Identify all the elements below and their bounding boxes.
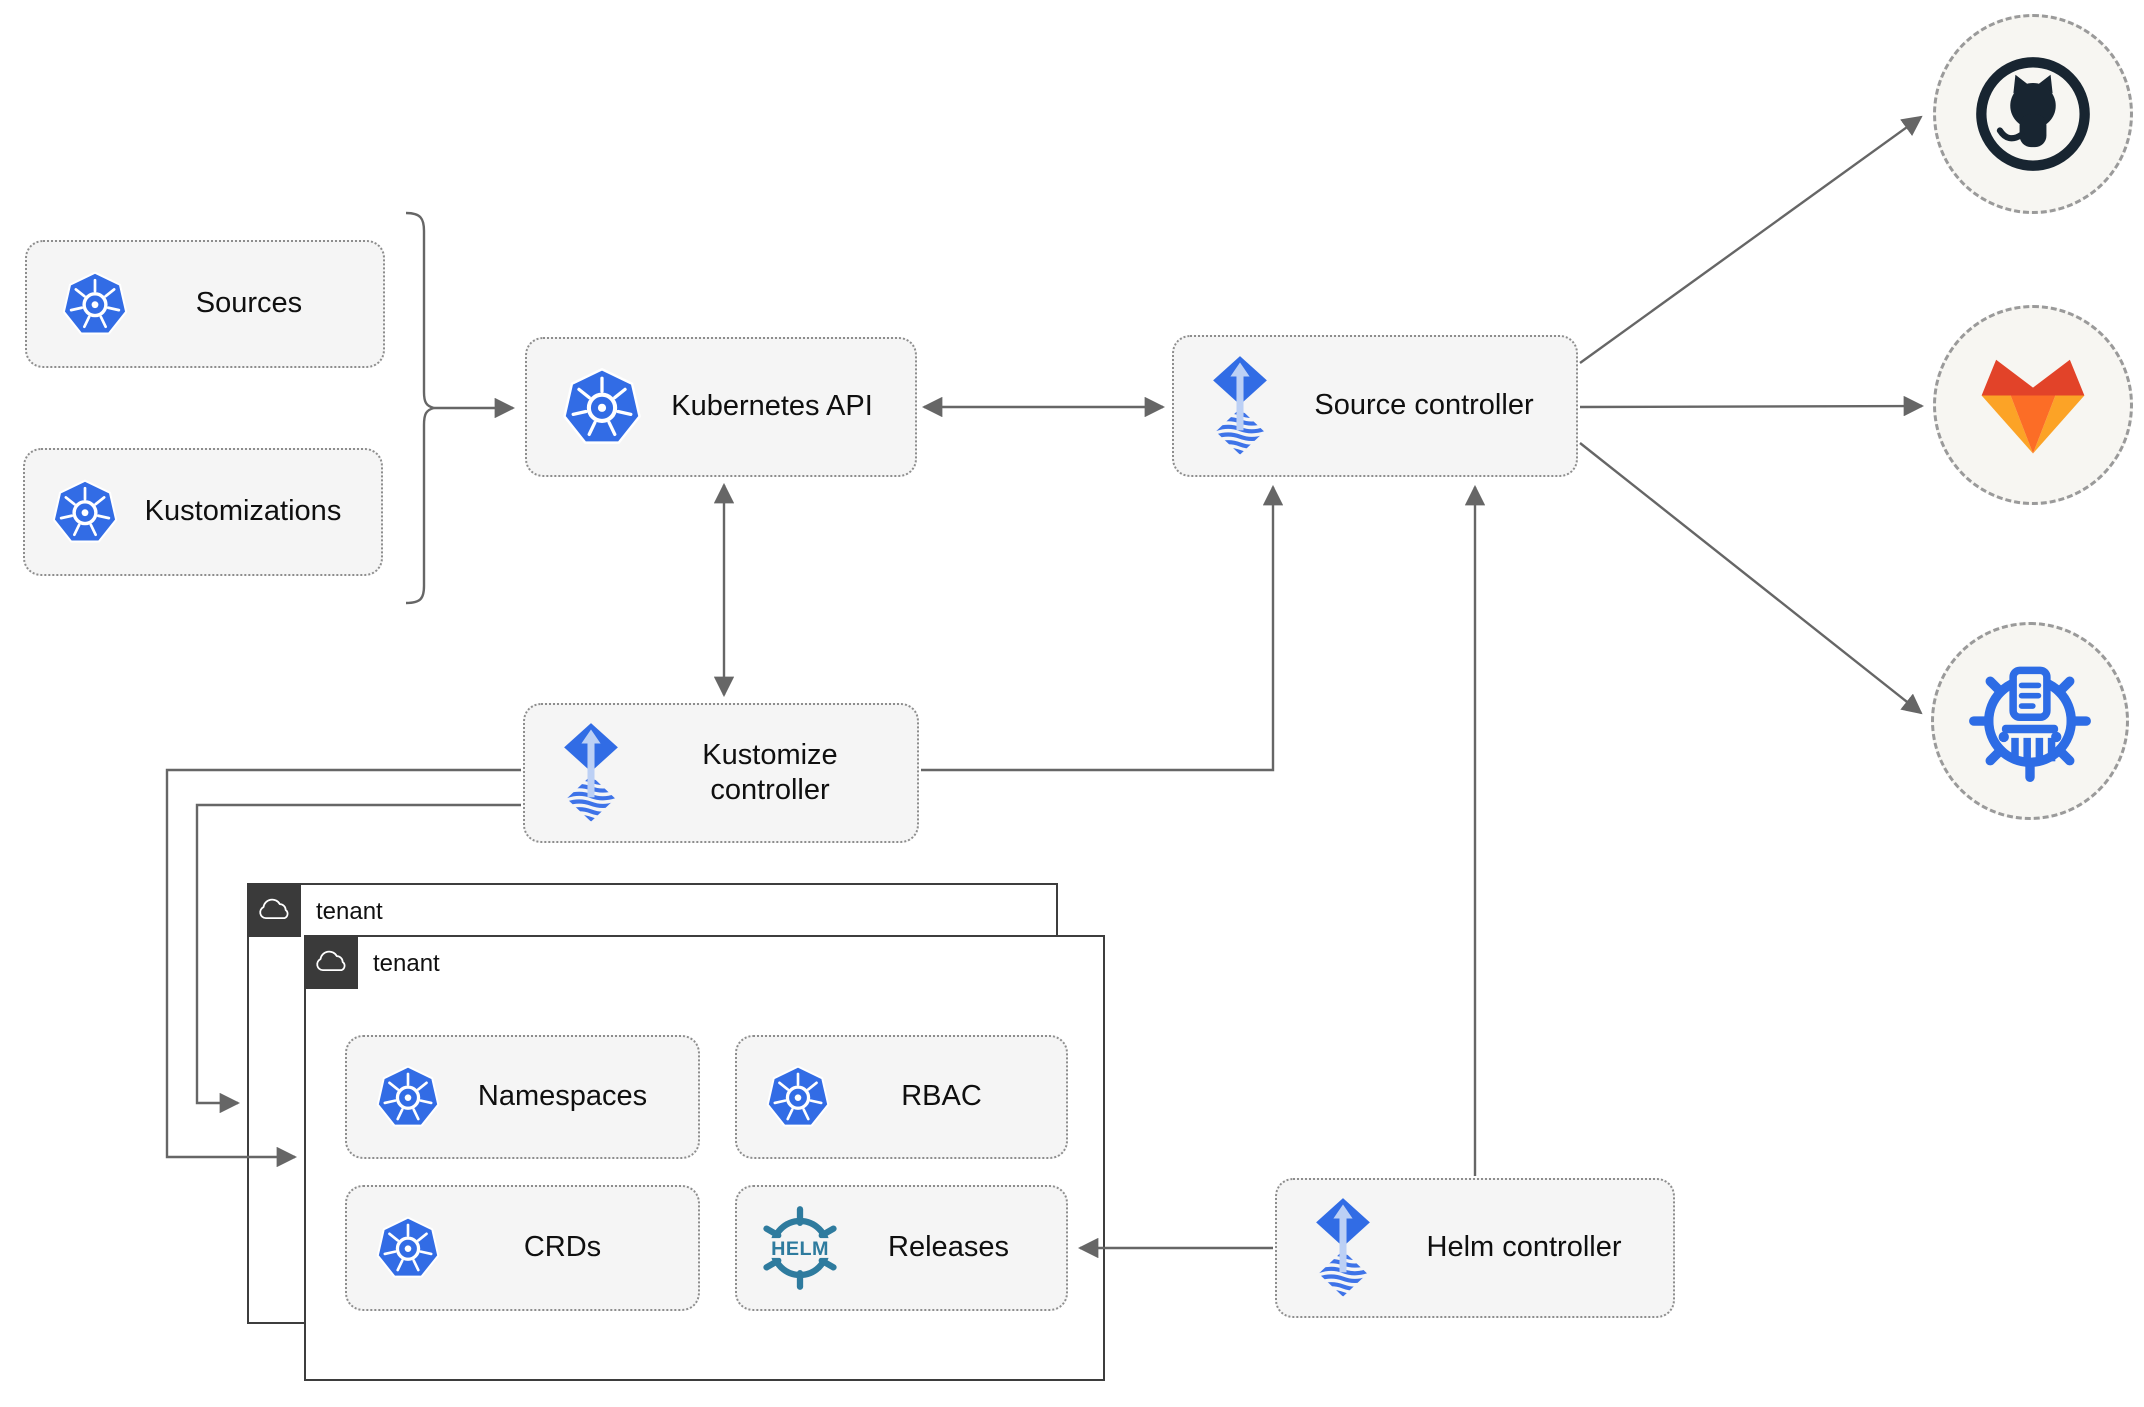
kubernetes-icon [375, 1064, 441, 1130]
gitlab-icon [1977, 353, 2089, 458]
flux-icon [559, 721, 623, 825]
flux-icon [1208, 354, 1272, 458]
node-sources: Sources [25, 240, 385, 368]
kubernetes-icon [561, 366, 643, 448]
helm-wheel-text: HELM [771, 1238, 829, 1260]
node-kubernetes-api-label: Kubernetes API [671, 390, 873, 423]
tenant-back-tab [247, 883, 301, 937]
node-kustomizations-label: Kustomizations [144, 495, 342, 528]
node-rbac: RBAC [735, 1035, 1068, 1159]
edge-source-helmrepo [1579, 442, 1923, 715]
external-helm-repository [1931, 622, 2129, 820]
tenant-back-label: tenant [316, 898, 383, 925]
node-kubernetes-api: Kubernetes API [525, 337, 917, 477]
node-kustomizations: Kustomizations [23, 448, 383, 576]
kubernetes-icon [765, 1064, 831, 1130]
node-helm-controller-label: Helm controller [1426, 1231, 1622, 1264]
node-namespaces: Namespaces [345, 1035, 700, 1159]
node-kustomize-controller-label: Kustomize controller [702, 738, 838, 806]
helm-icon: HELM [755, 1203, 845, 1293]
edge-kustomize-source [921, 484, 1284, 772]
cloud-icon [255, 896, 293, 924]
cloud-icon [312, 948, 350, 976]
flux-icon [1311, 1196, 1375, 1300]
github-icon [1971, 52, 2095, 176]
node-releases-label: Releases [888, 1231, 1009, 1264]
node-crds-label: CRDs [523, 1231, 602, 1264]
node-sources-label: Sources [195, 287, 303, 320]
node-helm-controller: Helm controller [1275, 1178, 1675, 1318]
node-rbac-label: RBAC [901, 1080, 982, 1113]
node-source-controller-label: Source controller [1314, 389, 1534, 422]
external-github [1933, 14, 2133, 214]
edge-source-gitlab [1579, 395, 1925, 417]
node-source-controller: Source controller [1172, 335, 1578, 477]
node-kustomize-controller: Kustomize controller [523, 703, 919, 843]
chartmuseum-icon [1955, 646, 2105, 796]
external-gitlab [1933, 305, 2133, 505]
tenant-front-tab [304, 935, 358, 989]
node-namespaces-label: Namespaces [477, 1080, 648, 1113]
brace-sources-group [405, 211, 435, 605]
edge-source-github [1579, 115, 1923, 364]
tenant-front-label: tenant [373, 950, 440, 977]
kubernetes-icon [61, 270, 129, 338]
kubernetes-icon [51, 478, 119, 546]
kubernetes-icon [375, 1215, 441, 1281]
node-releases: HELM Releases [735, 1185, 1068, 1311]
node-crds: CRDs [345, 1185, 700, 1311]
